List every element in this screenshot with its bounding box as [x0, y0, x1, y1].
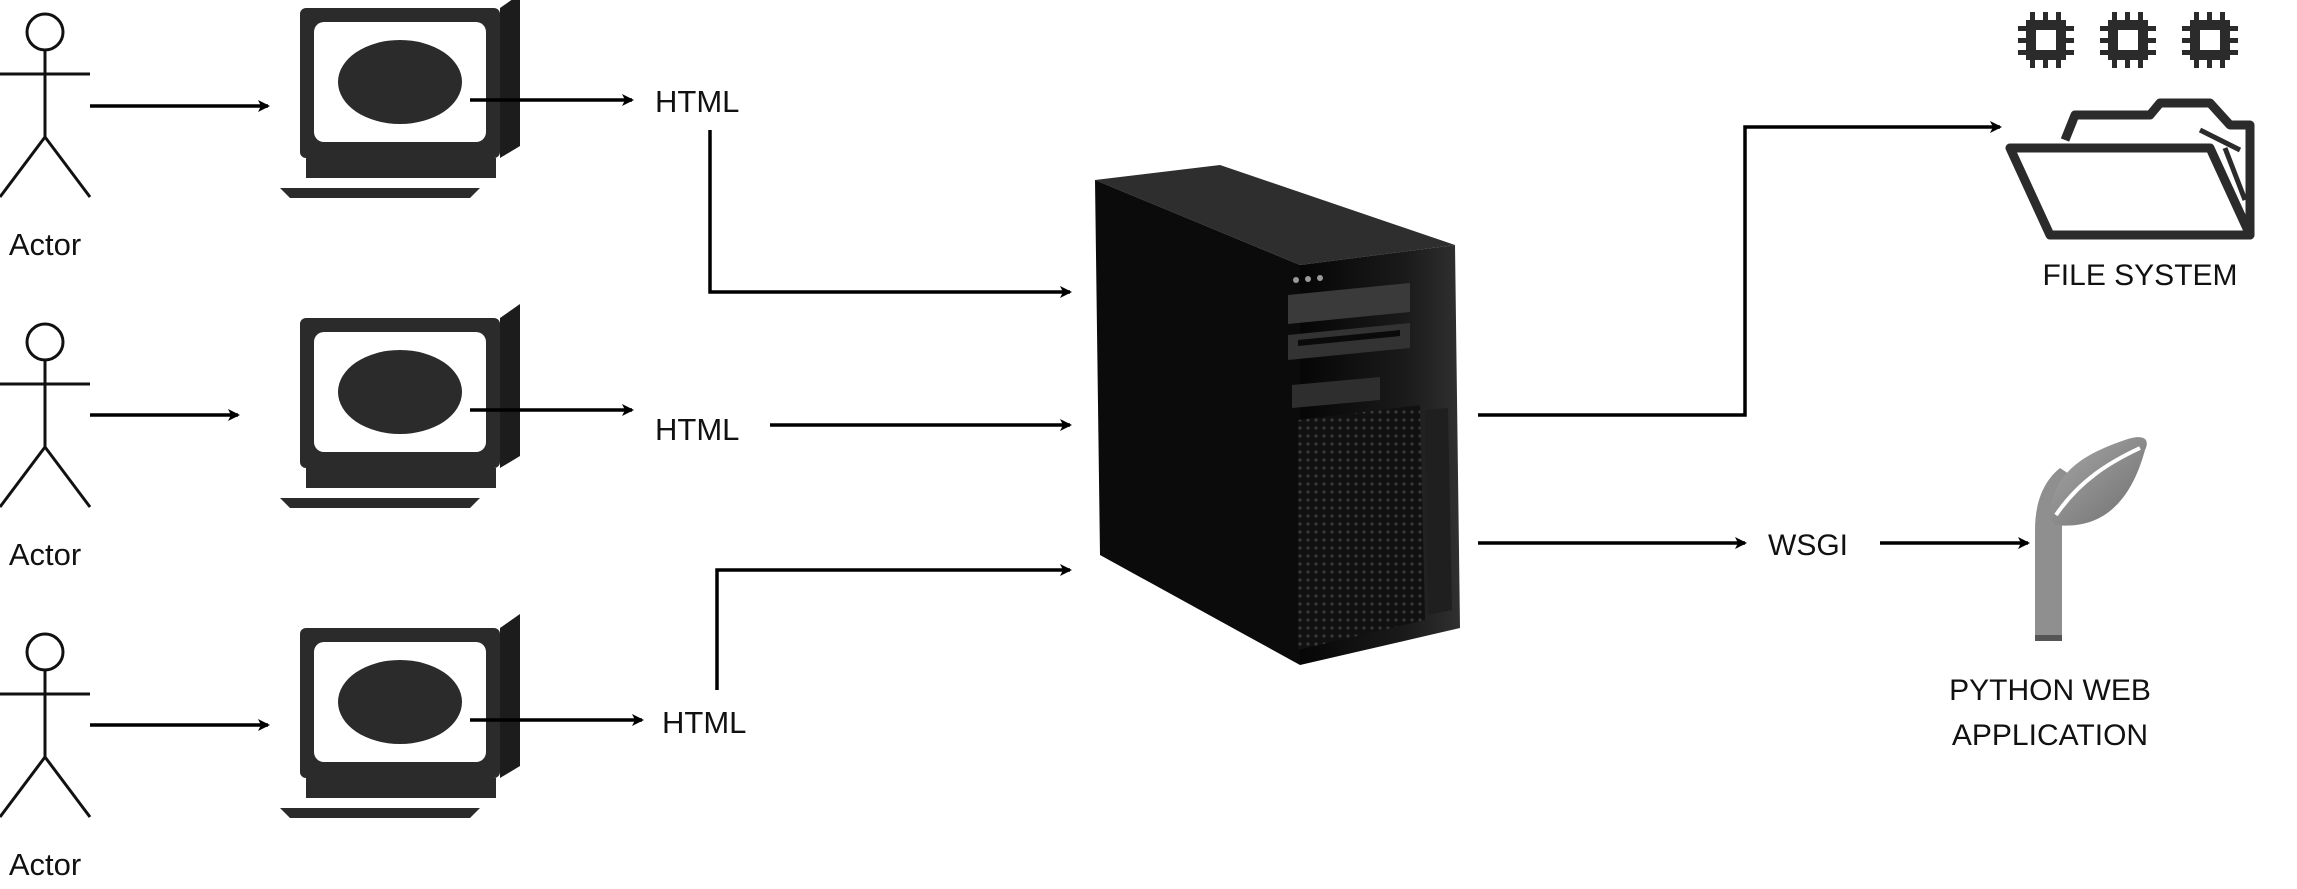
actor-label: Actor: [9, 537, 81, 572]
html-label: HTML: [662, 705, 746, 740]
computer-icon: [280, 614, 520, 818]
actor-figure: [0, 632, 92, 818]
actor-label: Actor: [9, 227, 81, 262]
python-app-label-line1: PYTHON WEB: [1949, 674, 2151, 707]
python-app-label-line2: APPLICATION: [1952, 719, 2148, 752]
actor-label: Actor: [9, 847, 81, 882]
html-to-server-connector: [708, 130, 1072, 298]
actor-figure: [0, 12, 92, 198]
actor-figure: [0, 322, 92, 508]
wsgi-label: WSGI: [1768, 529, 1848, 562]
computer-icon: [280, 304, 520, 508]
tower-server-icon: [1095, 165, 1460, 665]
server-to-file-system-connector: [1478, 121, 2002, 417]
computer-icon: [280, 0, 520, 198]
folder-with-chips-icon: [2005, 12, 2255, 240]
file-system-label: FILE SYSTEM: [2042, 259, 2237, 292]
html-to-server-connector: [715, 564, 1072, 690]
leaf-icon: [2035, 437, 2147, 641]
html-label: HTML: [655, 84, 739, 119]
html-label: HTML: [655, 412, 739, 447]
